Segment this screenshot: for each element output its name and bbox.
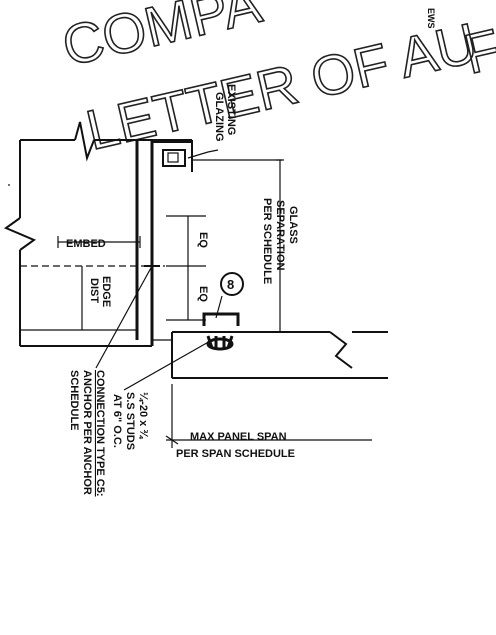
existing-wall <box>3 121 192 347</box>
label-glass-sep-2: SEPARATION <box>274 200 286 271</box>
label-eq-1: EQ <box>197 232 209 248</box>
label-studs-3: AT 6" O.C. <box>111 394 123 448</box>
label-connection-1: CONNECTION TYPE C5: <box>94 370 106 497</box>
embed-dimension <box>57 236 141 330</box>
leader-existing-glazing <box>187 149 219 159</box>
label-studs-2: S.S STUDS <box>124 392 136 450</box>
glass-break <box>329 331 353 369</box>
label-existing-2: GLAZING <box>213 92 225 142</box>
callout-circle <box>220 272 244 296</box>
label-glass-sep-3: PER SCHEDULE <box>261 198 273 284</box>
label-glass-sep-1: GLASS <box>287 206 299 244</box>
wall-break-left <box>3 217 37 251</box>
eq-dimension <box>166 215 206 321</box>
callout-number: 8 <box>227 277 234 292</box>
label-connection-3: SCHEDULE <box>68 370 80 431</box>
label-eq-2: EQ <box>197 286 209 302</box>
wall-break-top <box>74 121 95 162</box>
label-max-span-1: MAX PANEL SPAN <box>190 431 287 443</box>
leader-lines <box>95 149 223 391</box>
label-edge-dist-1: EDGE <box>100 276 112 307</box>
leader-studs <box>123 339 213 391</box>
callout-8: 8 <box>220 272 244 296</box>
glazing-clip <box>162 149 186 167</box>
glass-pane <box>171 331 388 379</box>
leader-callout-8 <box>215 295 223 319</box>
watermark-corner-text: EWS <box>426 8 436 29</box>
leader-connection <box>95 265 153 369</box>
glass-separation-dimension <box>192 159 284 333</box>
anchor-assembly <box>20 140 193 346</box>
watermark: COMPA LETTER OF AU F EWS <box>56 0 496 162</box>
wing-nut-icon <box>206 337 234 351</box>
label-studs-1: ¼-20 x ¾ <box>137 392 149 439</box>
labels: EXISTING GLAZING GLASS SEPARATION PER SC… <box>66 84 299 497</box>
label-edge-dist-2: DIST <box>88 278 100 303</box>
label-embed: EMBED <box>66 238 106 250</box>
max-span-dimension <box>165 384 372 448</box>
span-tick-left <box>165 435 179 445</box>
label-connection-2: ANCHOR PER ANCHOR <box>81 370 93 495</box>
label-existing-1: EXISTING <box>225 84 237 135</box>
glazing-clip-inner <box>167 152 179 163</box>
label-max-span-2: PER SPAN SCHEDULE <box>176 448 295 460</box>
clamp-bracket <box>202 312 240 326</box>
